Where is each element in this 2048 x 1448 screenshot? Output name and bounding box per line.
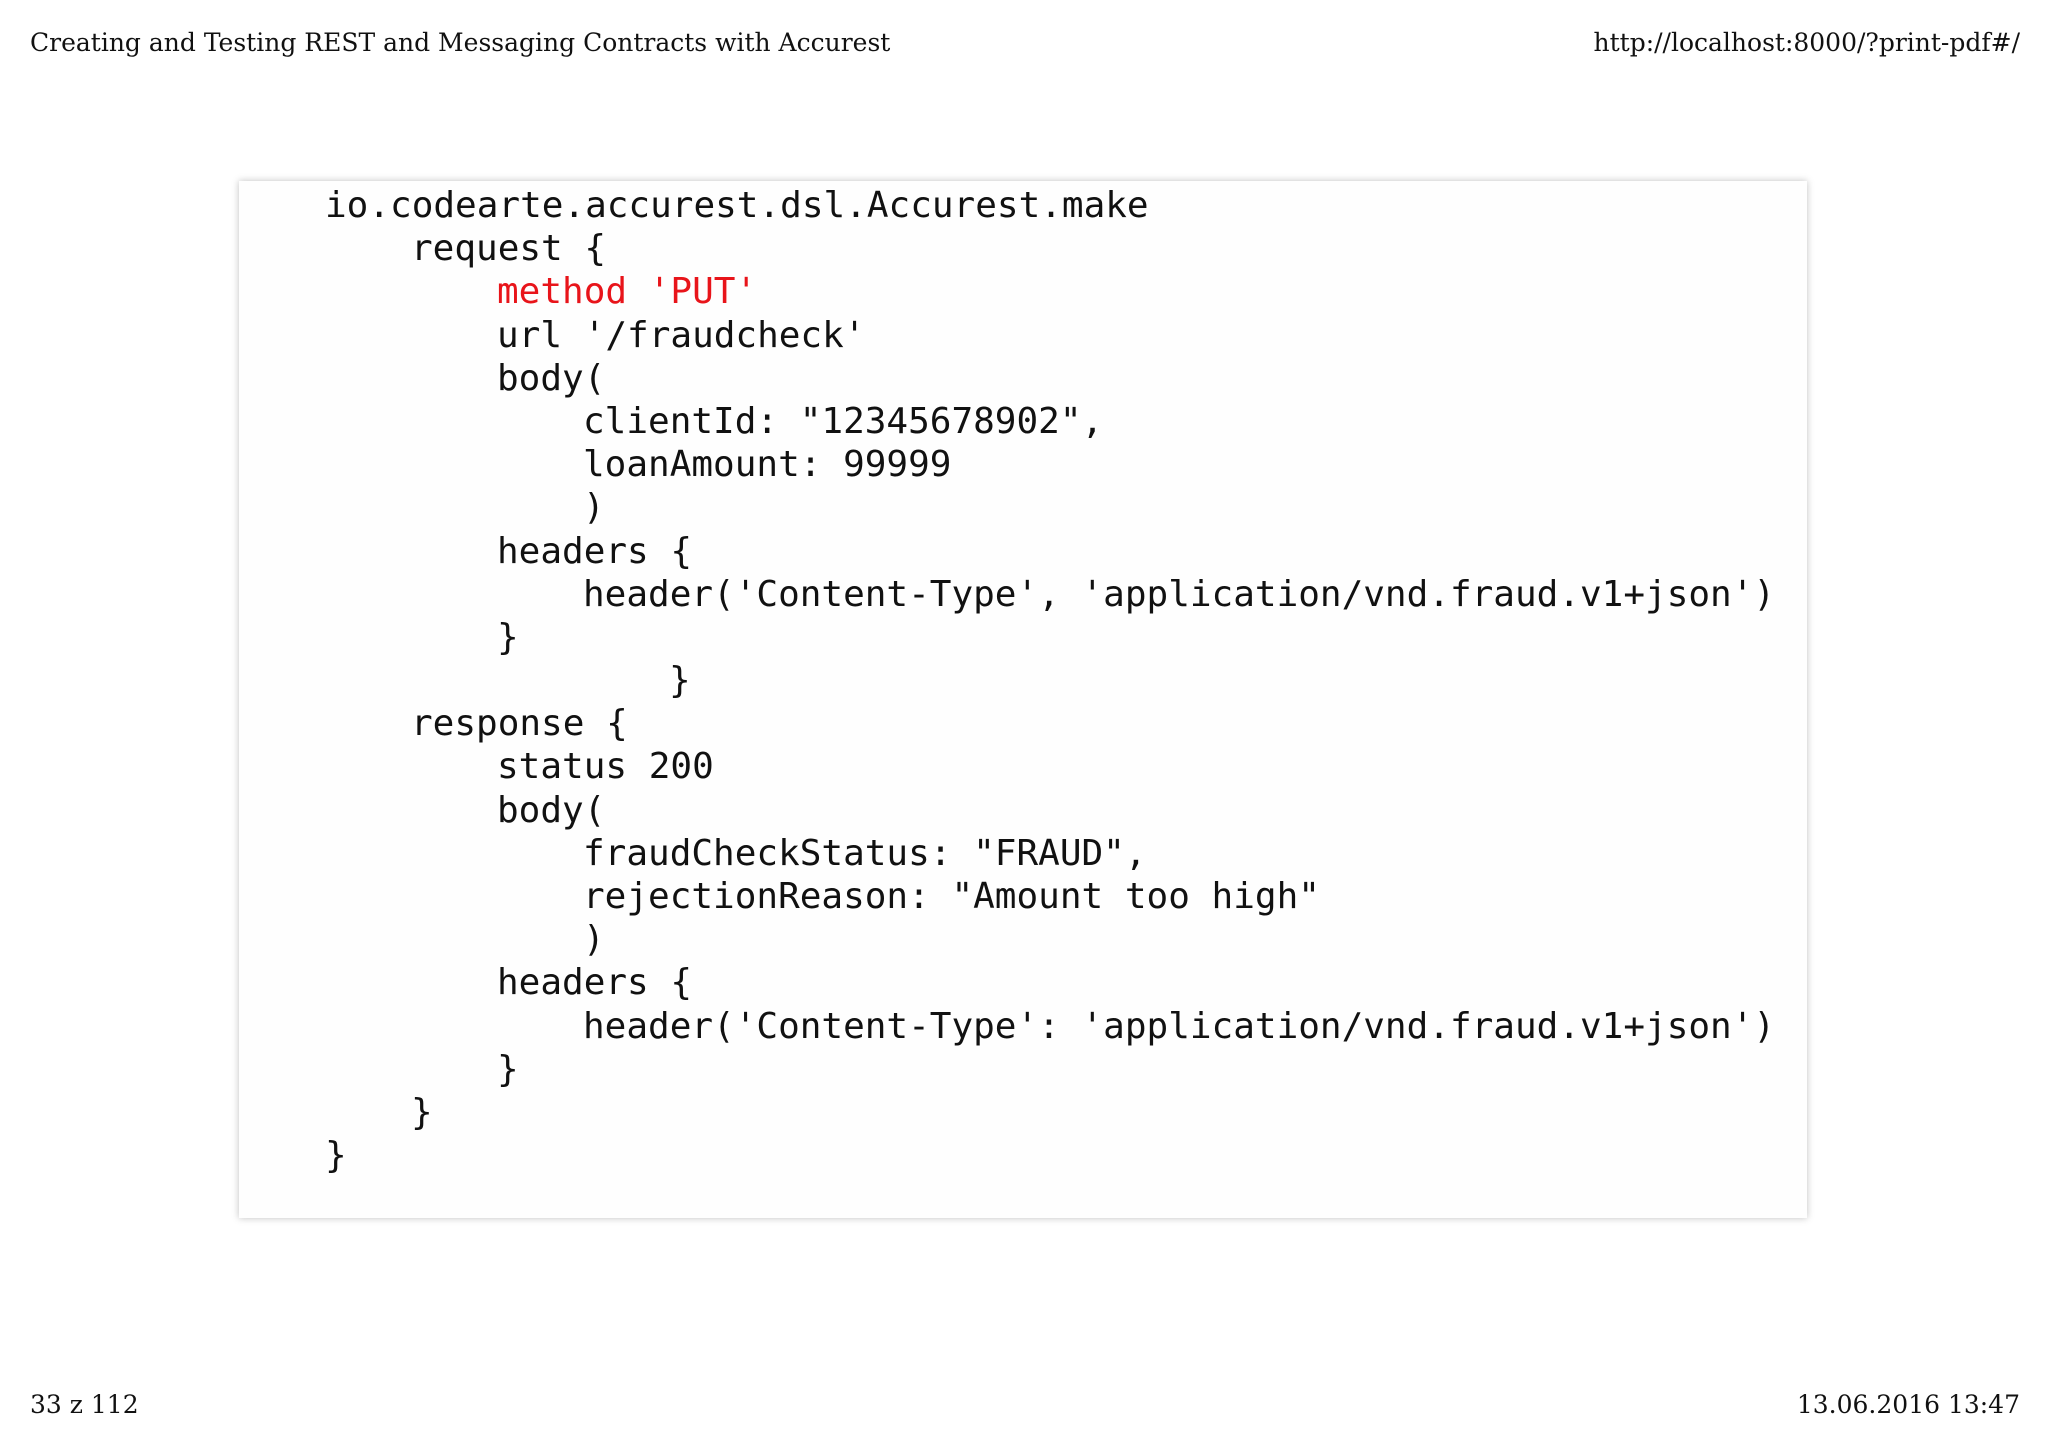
code-line: io.codearte.accurest.dsl.Accurest.make — [239, 184, 1807, 227]
code-line-text: } — [669, 660, 691, 702]
code-line-text: ) — [583, 919, 605, 961]
code-line-text: clientId: "12345678902", — [583, 400, 1104, 442]
code-block: io.codearte.accurest.dsl.Accurest.make r… — [239, 181, 1807, 1218]
code-line-text: response { — [411, 703, 628, 745]
code-line: loanAmount: 99999 — [239, 443, 1807, 486]
code-line-text: } — [325, 1135, 347, 1177]
code-line-text: io.codearte.accurest.dsl.Accurest.make — [325, 185, 1149, 226]
code-line-text: body( — [497, 357, 606, 399]
code-line-text: } — [497, 1048, 519, 1090]
code-line: fraudCheckStatus: "FRAUD", — [239, 832, 1807, 875]
code-line-text: request { — [411, 228, 607, 270]
code-line: ) — [239, 918, 1807, 961]
code-line-text: rejectionReason: "Amount too high" — [583, 876, 1320, 917]
code-line-text: url '/fraudcheck' — [497, 314, 866, 356]
code-line: headers { — [239, 961, 1807, 1004]
code-line: header('Content-Type': 'application/vnd.… — [239, 1005, 1807, 1048]
code-line-text: } — [411, 1091, 433, 1133]
code-line-text: headers { — [497, 530, 693, 572]
code-line: } — [239, 616, 1807, 659]
code-line: response { — [239, 702, 1807, 745]
document-url: http://localhost:8000/?print-pdf#/ — [1593, 28, 2021, 57]
code-line: } — [239, 1134, 1807, 1177]
code-line: body( — [239, 357, 1807, 400]
code-line-text: body( — [497, 789, 606, 831]
code-line: body( — [239, 789, 1807, 832]
page-counter: 33 z 112 — [30, 1390, 139, 1419]
code-line: request { — [239, 227, 1807, 270]
code-line: headers { — [239, 530, 1807, 573]
code-line-text: status 200 — [497, 746, 714, 788]
document-title: Creating and Testing REST and Messaging … — [30, 28, 891, 57]
code-line: clientId: "12345678902", — [239, 400, 1807, 443]
code-line: url '/fraudcheck' — [239, 314, 1807, 357]
code-line-text: } — [497, 616, 519, 658]
code-line-text: loanAmount: 99999 — [583, 444, 952, 486]
code-line-highlighted: method 'PUT' — [239, 270, 1807, 313]
code-line: header('Content-Type', 'application/vnd.… — [239, 573, 1807, 616]
code-line-text: ) — [583, 487, 605, 529]
code-line: rejectionReason: "Amount too high" — [239, 875, 1807, 918]
code-line-text: headers { — [497, 962, 693, 1004]
code-line: } — [239, 1091, 1807, 1134]
code-line: } — [239, 1048, 1807, 1091]
code-line: ) — [239, 486, 1807, 529]
code-line-text: header('Content-Type': 'application/vnd.… — [583, 1005, 1776, 1047]
code-line-text: header('Content-Type', 'application/vnd.… — [583, 573, 1776, 615]
code-line: } — [239, 659, 1807, 702]
code-line: status 200 — [239, 745, 1807, 788]
code-line-text: method 'PUT' — [497, 271, 758, 313]
code-line-text: fraudCheckStatus: "FRAUD", — [583, 832, 1147, 874]
print-datetime: 13.06.2016 13:47 — [1796, 1390, 2020, 1419]
